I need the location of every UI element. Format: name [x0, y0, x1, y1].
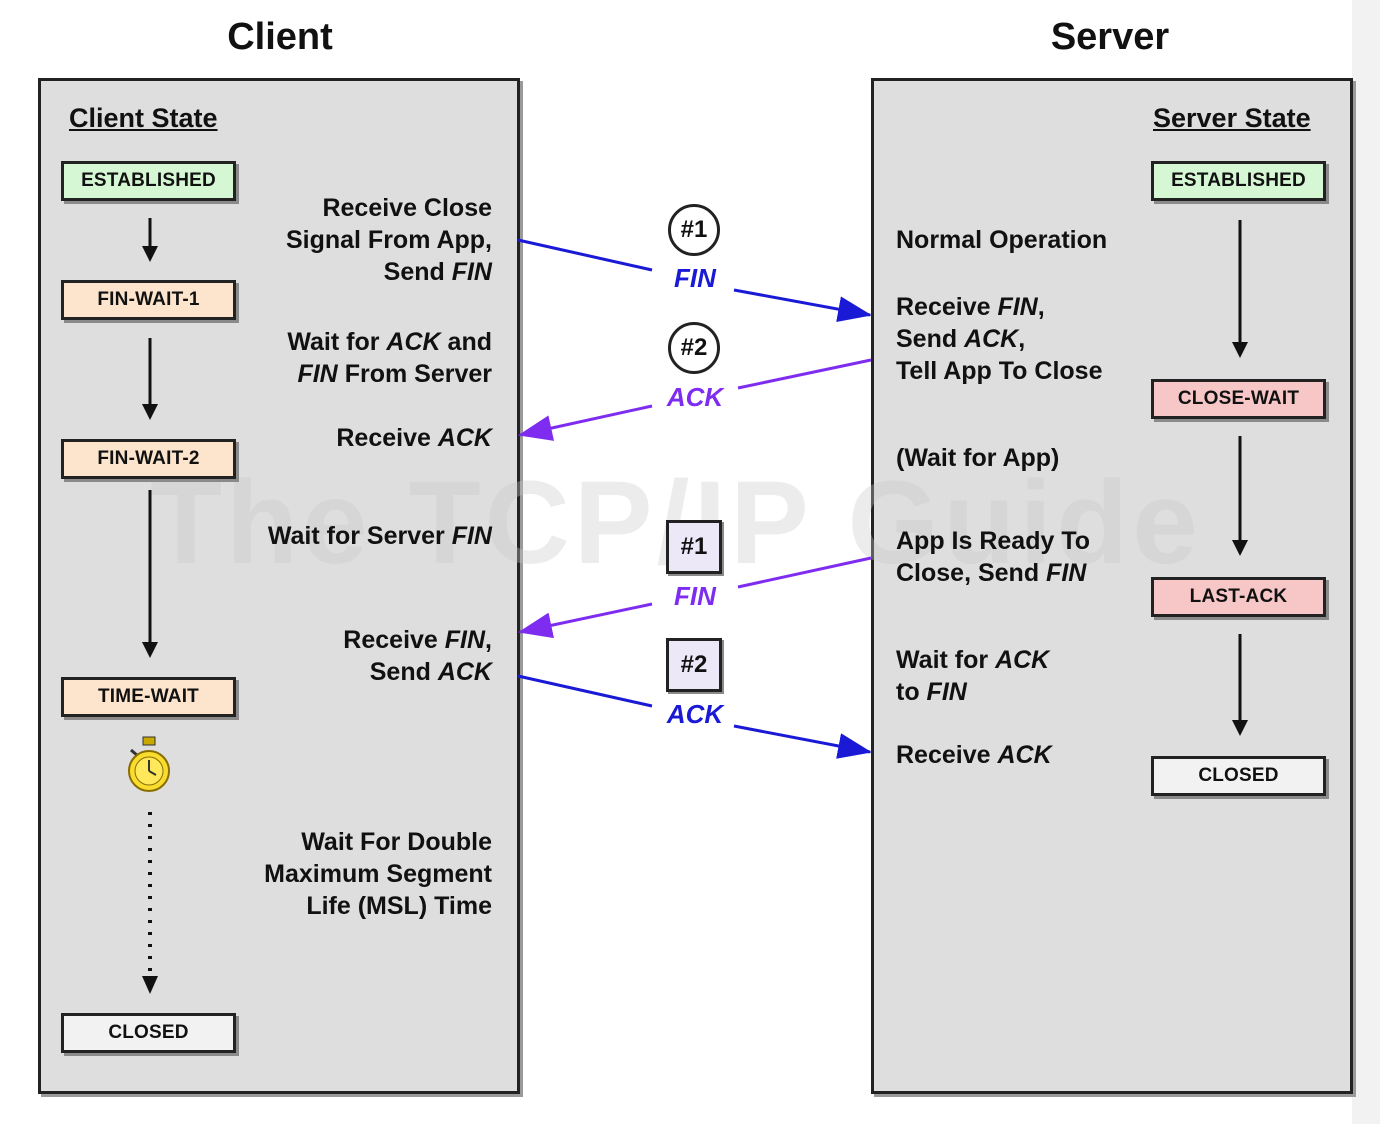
client-state-arrows — [142, 218, 158, 994]
client-title: Client — [227, 16, 333, 58]
message-3-badge: #1 — [666, 520, 722, 574]
fin-1-arrow-seg2 — [733, 288, 872, 323]
client-state-established: ESTABLISHED — [61, 161, 236, 201]
arrowhead — [1232, 720, 1248, 736]
message-1-badge: #1 — [668, 204, 720, 256]
server-label-receive-fin: Receive FIN, Send ACK, Tell App To Close — [896, 293, 1103, 385]
server-state-arrows — [1232, 220, 1248, 736]
client-state-time-wait: TIME-WAIT — [61, 677, 236, 717]
server-label-app-ready: App Is Ready To Close, Send FIN — [896, 527, 1091, 587]
scrollbar[interactable] — [1352, 0, 1380, 1124]
ack-4-arrow-seg2 — [733, 724, 872, 759]
fin-3-arrow-seg2 — [518, 602, 653, 639]
message-1-label: FIN — [674, 263, 716, 293]
client-label-receive-close: Receive Close Signal From App, Send FIN — [285, 194, 492, 286]
ack-2-arrow-seg2 — [518, 404, 653, 441]
message-2-badge: #2 — [668, 322, 720, 374]
client-label-receive-ack: Receive ACK — [336, 424, 492, 452]
arrowhead — [142, 976, 158, 994]
server-state-established: ESTABLISHED — [1151, 161, 1326, 201]
arrowhead — [142, 404, 158, 420]
server-state-header: Server State — [1153, 103, 1311, 133]
arrowhead — [142, 642, 158, 658]
client-state-header: Client State — [69, 103, 218, 133]
server-title: Server — [1050, 16, 1170, 58]
arrowhead — [142, 246, 158, 262]
server-state-closed: CLOSED — [1151, 756, 1326, 796]
message-2-label: ACK — [666, 382, 724, 412]
arrowhead — [1232, 342, 1248, 358]
client-state-fin-wait-2: FIN-WAIT-2 — [61, 439, 236, 479]
arrowhead — [1232, 540, 1248, 556]
client-label-wait-server-fin: Wait for Server FIN — [267, 522, 492, 550]
server-label-wait-ack-to-fin: Wait for ACK to FIN — [896, 646, 1050, 706]
ack-4-arrow-seg1 — [517, 674, 653, 708]
fin-1-arrow-seg1 — [517, 238, 653, 272]
message-arrows — [517, 238, 872, 759]
server-label-receive-ack: Receive ACK — [896, 741, 1052, 769]
message-3-label: FIN — [674, 581, 716, 611]
client-panel — [38, 78, 520, 1094]
client-label-receive-fin-send-ack: Receive FIN, Send ACK — [343, 626, 492, 686]
client-state-fin-wait-1: FIN-WAIT-1 — [61, 280, 236, 320]
server-label-wait-for-app: (Wait for App) — [896, 444, 1060, 472]
message-4-badge: #2 — [666, 638, 722, 692]
message-4-label: ACK — [666, 699, 724, 729]
client-label-wait-ack-fin: Wait for ACK and FIN From Server — [287, 328, 492, 388]
client-label-wait-msl: Wait For Double Maximum Segment Life (MS… — [264, 828, 492, 920]
ack-2-arrow-seg1 — [737, 358, 872, 390]
client-state-closed: CLOSED — [61, 1013, 236, 1053]
server-state-last-ack: LAST-ACK — [1151, 577, 1326, 617]
server-state-close-wait: CLOSE-WAIT — [1151, 379, 1326, 419]
fin-3-arrow-seg1 — [737, 556, 872, 589]
stopwatch-icon — [128, 736, 170, 792]
server-label-normal-operation: Normal Operation — [896, 226, 1108, 254]
